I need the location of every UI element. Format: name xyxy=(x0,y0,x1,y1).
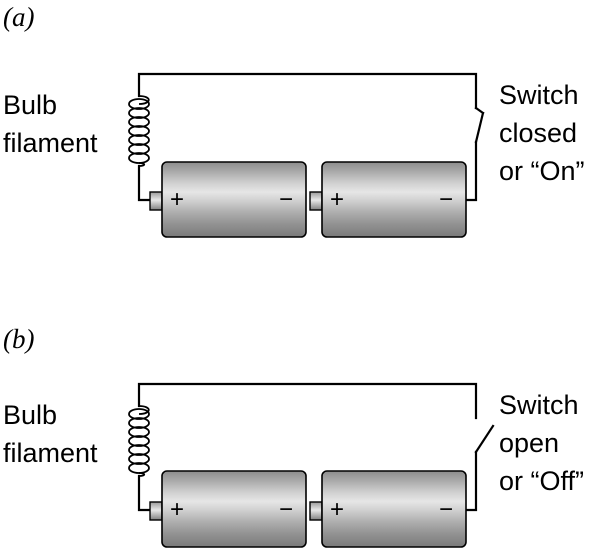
negative-terminal-label: − xyxy=(279,496,293,523)
switch-closed-icon xyxy=(474,106,485,144)
positive-terminal-label: + xyxy=(170,496,184,523)
bulb-filament-icon xyxy=(128,95,150,167)
bulb-filament-icon xyxy=(128,405,150,477)
battery-cell-2: + − xyxy=(309,161,467,238)
switch-label-line2: open xyxy=(499,428,559,458)
negative-terminal-label: − xyxy=(439,496,453,523)
switch-open-icon xyxy=(474,424,495,454)
bulb-label-line2: filament xyxy=(3,128,98,158)
battery-cell-2: + − xyxy=(309,470,467,548)
top-wire xyxy=(137,382,478,420)
bulb-label-line1: Bulb xyxy=(3,90,57,120)
panel-a: (a) Bulb filament Switch closed or “On” xyxy=(3,2,585,238)
switch-label-line2: closed xyxy=(499,118,577,148)
switch-label-line1: Switch xyxy=(499,80,579,110)
positive-terminal-label: + xyxy=(330,496,344,523)
left-wire xyxy=(137,474,152,512)
bulb-label-line1: Bulb xyxy=(3,400,57,430)
left-wire xyxy=(137,164,152,202)
top-wire xyxy=(137,72,478,110)
positive-terminal-label: + xyxy=(330,186,344,213)
panel-letter: (b) xyxy=(3,324,34,354)
right-wire xyxy=(464,450,478,512)
switch-label-line1: Switch xyxy=(499,390,579,420)
battery-cell-1: + − xyxy=(149,161,307,238)
battery-cell-1: + − xyxy=(149,470,307,548)
negative-terminal-label: − xyxy=(279,186,293,213)
switch-label-line3: or “On” xyxy=(499,156,585,186)
switch-label-line3: or “Off” xyxy=(499,466,584,496)
bulb-label-line2: filament xyxy=(3,438,98,468)
panel-letter: (a) xyxy=(3,2,34,32)
positive-terminal-label: + xyxy=(170,186,184,213)
negative-terminal-label: − xyxy=(439,186,453,213)
right-wire xyxy=(464,140,478,202)
panel-b: (b) Bulb filament Switch open or “Off” xyxy=(3,324,584,548)
